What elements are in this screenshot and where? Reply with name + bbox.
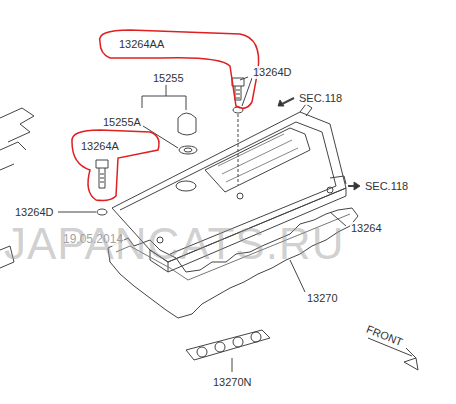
part-number: 15255 bbox=[152, 72, 185, 85]
leader-bracket bbox=[142, 84, 186, 110]
cover-lettering-panel bbox=[205, 128, 310, 192]
part-number: 15255A bbox=[102, 116, 142, 129]
assembly-line bbox=[238, 114, 239, 185]
arrowhead bbox=[278, 100, 284, 106]
leader-line bbox=[143, 126, 178, 148]
washer bbox=[97, 209, 107, 215]
arrowhead bbox=[354, 182, 360, 190]
leader-line bbox=[58, 212, 96, 213]
embossed-lettering bbox=[218, 134, 298, 182]
leader-line bbox=[232, 358, 233, 372]
leader-line bbox=[240, 77, 252, 106]
part-number: 13270 bbox=[306, 292, 339, 305]
bolt-hole bbox=[327, 187, 333, 193]
bolt-thread bbox=[236, 90, 240, 98]
part-number: 13264A bbox=[80, 140, 120, 153]
breather-pipe bbox=[330, 176, 346, 184]
part-number: 13264 bbox=[350, 222, 383, 235]
highlight-loop bbox=[100, 30, 259, 108]
cover-bolt bbox=[96, 160, 108, 188]
bolt-hole bbox=[237, 193, 243, 199]
oil-filler-cap bbox=[178, 113, 196, 135]
breather-pipe bbox=[300, 104, 312, 116]
section-arrow bbox=[282, 98, 294, 104]
part-number: 13264D bbox=[252, 66, 293, 79]
part-number: 13264AA bbox=[118, 38, 165, 51]
part-number: 13264D bbox=[14, 206, 55, 219]
watermark: JAPANCATS.RU bbox=[4, 222, 344, 266]
highlight-loop bbox=[72, 130, 159, 201]
plug-tube-gasket bbox=[186, 330, 270, 360]
part-number: 13270N bbox=[212, 376, 253, 389]
cap-gasket bbox=[179, 146, 197, 154]
direction-label: FRONT bbox=[364, 322, 406, 349]
section-reference: SEC.118 bbox=[364, 180, 409, 193]
section-reference: SEC.118 bbox=[298, 92, 343, 105]
front-arrow-head bbox=[404, 358, 418, 370]
oil-filler-hole bbox=[176, 181, 196, 191]
bolt-thread bbox=[100, 174, 104, 182]
